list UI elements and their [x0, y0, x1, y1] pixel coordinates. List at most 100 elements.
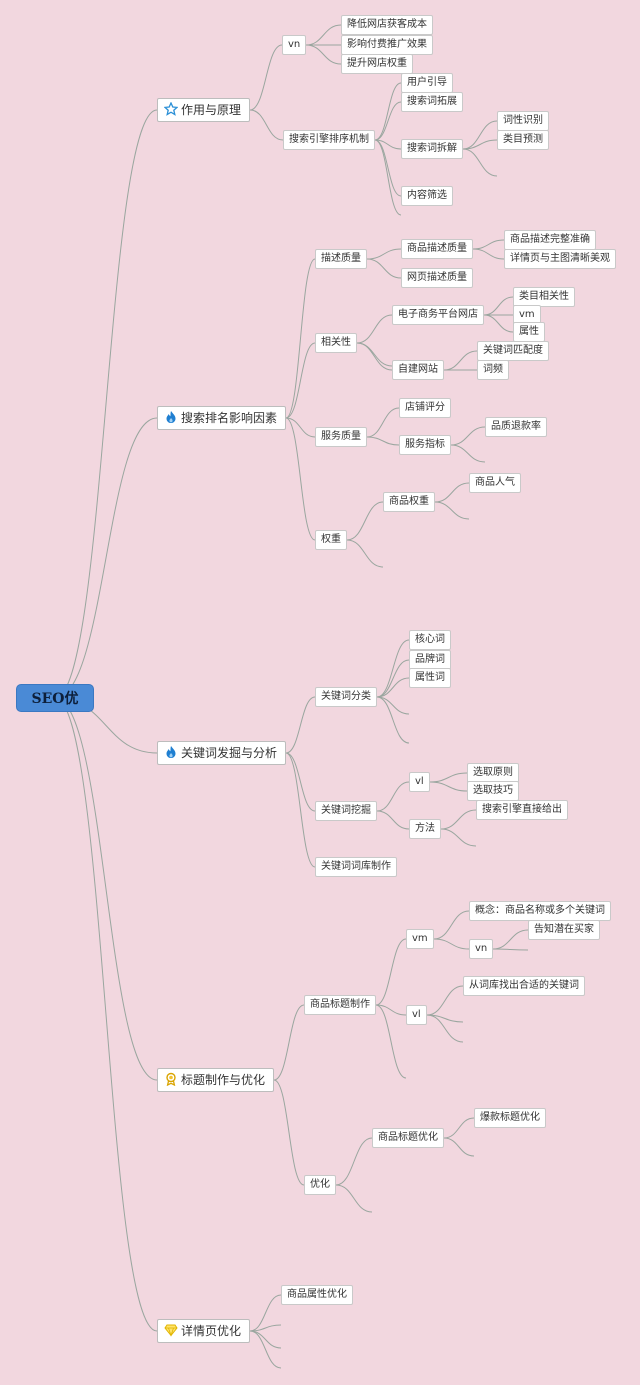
node-label: 关键词词库制作: [321, 861, 391, 872]
connector-line: [440, 809, 477, 830]
node-ads[interactable]: 影响付费推广效果: [341, 35, 433, 55]
connector-line: [462, 148, 498, 177]
connector-line: [366, 258, 402, 279]
node-wordid[interactable]: 词性识别: [497, 111, 549, 131]
node-vm2[interactable]: vm: [406, 929, 434, 949]
node-catrel[interactable]: 类目相关性: [513, 287, 575, 307]
node-vl1[interactable]: vl: [409, 772, 430, 792]
connector-line: [285, 696, 316, 754]
node-opt[interactable]: 优化: [304, 1175, 336, 1195]
connector-line: [440, 828, 477, 847]
node-split[interactable]: 搜索词拆解: [401, 139, 463, 159]
node-label: 选取原则: [473, 767, 513, 778]
connector-line: [434, 482, 470, 503]
node-clear[interactable]: 详情页与主图清晰美观: [504, 249, 616, 269]
node-buyer[interactable]: 告知潜在买家: [528, 920, 600, 940]
node-label: 详情页与主图清晰美观: [510, 253, 610, 264]
node-label: 选取技巧: [473, 785, 513, 796]
node-vl2[interactable]: vl: [406, 1005, 427, 1025]
node-kwmatch[interactable]: 关键词匹配度: [477, 341, 549, 361]
branch-title[interactable]: 标题制作与优化: [157, 1068, 275, 1092]
node-kwlib[interactable]: 关键词词库制作: [315, 857, 397, 877]
connector-line: [285, 752, 316, 868]
connector-line: [305, 44, 342, 65]
node-label: 搜索引擎排序机制: [289, 134, 369, 145]
node-self[interactable]: 自建网站: [392, 360, 444, 380]
node-label: 内容筛选: [407, 190, 447, 201]
node-prodwt[interactable]: 商品权重: [383, 492, 435, 512]
branch-detail[interactable]: 详情页优化: [157, 1319, 251, 1343]
branch-purpose[interactable]: 作用与原理: [157, 98, 251, 122]
node-core[interactable]: 核心词: [409, 630, 451, 650]
node-label: 提升网店权重: [347, 58, 407, 69]
connector-line: [376, 639, 410, 698]
branch-label: 搜索排名影响因素: [181, 411, 278, 425]
node-rel[interactable]: 相关性: [315, 333, 357, 353]
node-engine[interactable]: 搜索引擎排序机制: [283, 130, 375, 150]
node-webdesc[interactable]: 网页描述质量: [401, 268, 473, 288]
connector-line: [374, 82, 402, 141]
node-kwcat[interactable]: 关键词分类: [315, 687, 377, 707]
connector-line: [376, 659, 410, 698]
node-prodattr[interactable]: 商品属性优化: [281, 1285, 353, 1305]
node-complete[interactable]: 商品描述完整准确: [504, 230, 596, 250]
node-pop[interactable]: 商品人气: [469, 473, 521, 493]
node-label: 属性词: [415, 672, 445, 683]
node-hot[interactable]: 爆款标题优化: [474, 1108, 546, 1128]
node-refund[interactable]: 品质退款率: [485, 417, 547, 437]
node-catpred[interactable]: 类目预测: [497, 130, 549, 150]
branch-label: 关键词发掘与分析: [181, 746, 278, 760]
connector-line: [54, 109, 158, 699]
node-cost[interactable]: 降低网店获客成本: [341, 15, 433, 35]
node-label: 服务质量: [321, 431, 361, 442]
node-svcidx[interactable]: 服务指标: [399, 435, 451, 455]
node-descq[interactable]: 描述质量: [315, 249, 367, 269]
connector-line: [346, 501, 384, 541]
branch-keywords[interactable]: 关键词发掘与分析: [157, 741, 287, 765]
node-vn2[interactable]: vn: [469, 939, 494, 959]
node-label: 优化: [310, 1179, 330, 1190]
ribbon-award-icon: [164, 1072, 178, 1086]
node-brand[interactable]: 品牌词: [409, 650, 451, 670]
node-label: 商品描述质量: [407, 243, 467, 254]
node-tip[interactable]: 选取技巧: [467, 781, 519, 801]
node-wt[interactable]: 权重: [315, 530, 347, 550]
node-shop[interactable]: 店铺评分: [399, 398, 451, 418]
node-ecom[interactable]: 电子商务平台网店: [392, 305, 484, 325]
diamond-icon: [164, 1323, 178, 1337]
node-vn1[interactable]: vn: [282, 35, 307, 55]
node-method[interactable]: 方法: [409, 819, 441, 839]
node-titleopt[interactable]: 商品标题优化: [372, 1128, 444, 1148]
node-label: 描述质量: [321, 253, 361, 264]
node-label: 商品人气: [475, 477, 515, 488]
node-attrw[interactable]: 属性词: [409, 668, 451, 688]
node-rule[interactable]: 选取原则: [467, 763, 519, 783]
node-weight[interactable]: 提升网店权重: [341, 54, 413, 74]
node-freq[interactable]: 词频: [477, 360, 509, 380]
node-label: 用户引导: [407, 77, 447, 88]
connector-line: [285, 417, 316, 438]
node-label: 核心词: [415, 634, 445, 645]
node-guide[interactable]: 用户引导: [401, 73, 453, 93]
branch-ranking[interactable]: 搜索排名影响因素: [157, 406, 287, 430]
node-engine2[interactable]: 搜索引擎直接给出: [476, 800, 568, 820]
node-findkw[interactable]: 从词库找出合适的关键词: [463, 976, 585, 996]
node-titlemk[interactable]: 商品标题制作: [304, 995, 376, 1015]
node-label: vn: [288, 39, 301, 50]
node-attr[interactable]: 属性: [513, 322, 545, 342]
connector-line: [472, 239, 505, 250]
node-expand[interactable]: 搜索词拓展: [401, 92, 463, 112]
node-proddesc[interactable]: 商品描述质量: [401, 239, 473, 259]
connector-line: [426, 1014, 464, 1043]
node-label: 属性: [519, 326, 539, 337]
node-kwmine[interactable]: 关键词挖掘: [315, 801, 377, 821]
node-label: 从词库找出合适的关键词: [469, 980, 579, 991]
connector-line: [54, 697, 158, 1332]
node-filter[interactable]: 内容筛选: [401, 186, 453, 206]
node-concept[interactable]: 概念：商品名称或多个关键词: [469, 901, 611, 921]
node-svcq[interactable]: 服务质量: [315, 427, 367, 447]
connector-line: [472, 248, 505, 260]
connector-line: [249, 1330, 282, 1369]
root-node[interactable]: SEO优: [16, 684, 94, 712]
connector-line: [492, 929, 529, 950]
